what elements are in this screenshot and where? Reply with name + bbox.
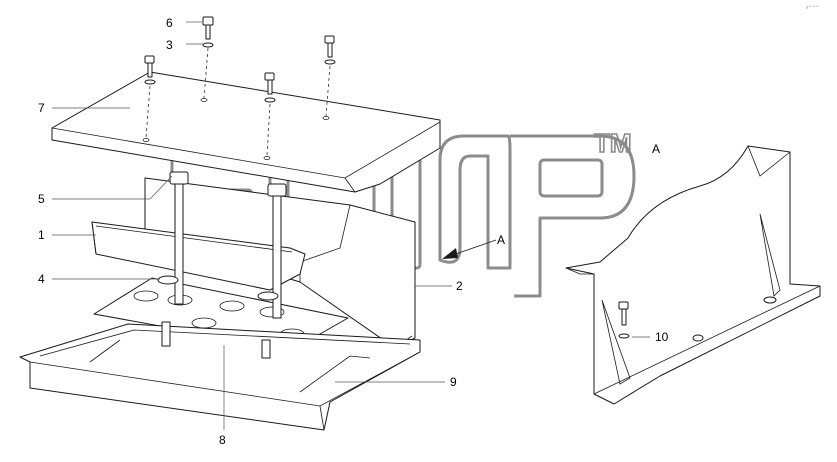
callout-10: 10	[655, 330, 669, 344]
callout-9: 9	[450, 375, 457, 389]
corner-mark: g** ****	[806, 4, 819, 9]
view-label-detail: A	[652, 142, 660, 156]
long-bolt-right	[267, 183, 287, 319]
top-bolt-4	[322, 35, 336, 120]
detail-view-bracket	[565, 145, 821, 405]
top-bolt-1	[200, 16, 214, 102]
washers-4	[157, 275, 279, 301]
callout-3: 3	[166, 38, 173, 52]
long-bolt-left	[169, 171, 189, 305]
top-bolt-2	[142, 55, 156, 142]
watermark-tm-text: TM	[594, 128, 632, 158]
callout-6: 6	[166, 16, 173, 30]
clamp-channel	[91, 221, 306, 291]
stud-front-left	[161, 321, 171, 347]
callout-5: 5	[38, 192, 45, 206]
callout-2: 2	[456, 279, 463, 293]
stud-front-right	[261, 339, 271, 359]
callout-8: 8	[219, 433, 226, 447]
callout-1: 1	[38, 228, 45, 242]
base-tray	[19, 323, 421, 431]
callout-labels: 6 3 7 5 1 4 2 9 8 10 A A	[38, 16, 669, 447]
top-bolt-3	[263, 72, 276, 160]
top-cover-plate	[51, 71, 441, 193]
view-label-main: A	[497, 233, 505, 247]
leader-lines	[52, 21, 650, 430]
view-arrow	[442, 239, 497, 259]
callout-4: 4	[38, 272, 45, 286]
callout-7: 7	[38, 101, 45, 115]
detail-bolt-10	[618, 301, 630, 339]
